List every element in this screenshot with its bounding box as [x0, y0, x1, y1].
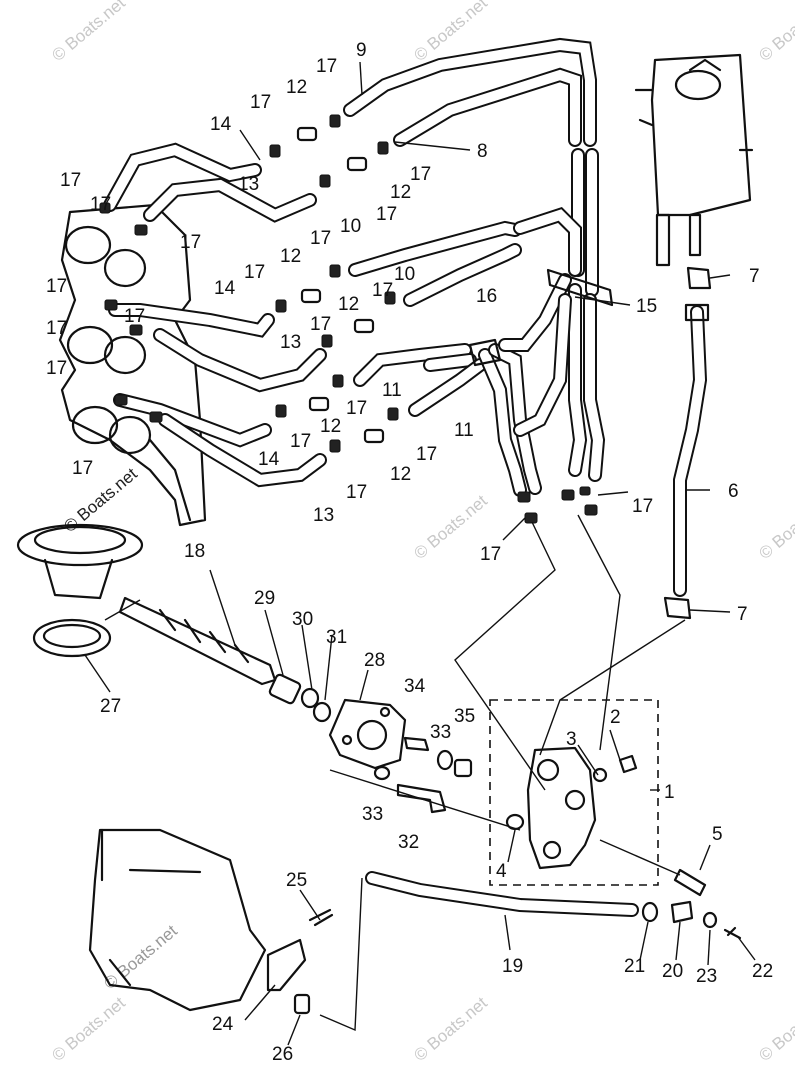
watermark-dark: © Boats.net — [100, 921, 181, 993]
callout-17: 17 — [46, 318, 67, 339]
callout-12: 12 — [390, 464, 411, 485]
oil-pump-assembly — [489, 699, 707, 897]
watermark: © Boats.net — [755, 491, 795, 563]
callout-17: 17 — [310, 228, 331, 249]
callout-14: 14 — [210, 114, 232, 135]
callout-14: 14 — [258, 449, 280, 470]
callout-35: 35 — [454, 706, 475, 727]
callout-24: 24 — [212, 1014, 234, 1035]
callout-10: 10 — [394, 264, 415, 285]
callout-17: 17 — [244, 262, 265, 283]
pump-cover — [328, 698, 473, 814]
callout-17: 17 — [416, 444, 437, 465]
callout-27: 27 — [100, 696, 121, 717]
callout-17: 17 — [180, 232, 201, 253]
callout-17: 17 — [310, 314, 331, 335]
watermark: © Boats.net — [410, 491, 491, 563]
bearing-assembly — [16, 523, 144, 658]
callout-12: 12 — [286, 77, 307, 98]
callout-22: 22 — [752, 961, 773, 982]
callout-32: 32 — [398, 832, 419, 853]
callout-17: 17 — [480, 544, 501, 565]
callout-5: 5 — [712, 824, 723, 845]
intake-manifold — [58, 203, 207, 527]
callout-17: 17 — [410, 164, 431, 185]
watermark: © Boats.net — [410, 993, 491, 1065]
callout-17: 17 — [376, 204, 397, 225]
lower-housing — [88, 828, 334, 1015]
callout-16: 16 — [476, 286, 497, 307]
watermark: © Boats.net — [755, 0, 795, 65]
callout-labels: 1 2 3 4 5 6 7 7 8 9 10 10 11 11 12 12 12… — [46, 40, 773, 1065]
callout-3: 3 — [566, 729, 577, 750]
callout-17: 17 — [372, 280, 393, 301]
callout-13: 13 — [238, 174, 259, 195]
callout-26: 26 — [272, 1044, 293, 1065]
callout-17: 17 — [72, 458, 93, 479]
callout-25: 25 — [286, 870, 307, 891]
watermark: © Boats.net — [755, 993, 795, 1065]
callout-12: 12 — [338, 294, 359, 315]
callout-30: 30 — [292, 609, 313, 630]
callout-7: 7 — [749, 266, 760, 287]
callout-17: 17 — [90, 194, 111, 215]
feed-pipe — [365, 871, 742, 940]
callout-17: 17 — [46, 358, 67, 379]
hose-bracket — [468, 268, 614, 367]
callout-23: 23 — [696, 966, 717, 987]
callout-9: 9 — [356, 40, 367, 61]
callout-17: 17 — [124, 306, 145, 327]
callout-17: 17 — [632, 496, 653, 517]
callout-29: 29 — [254, 588, 275, 609]
callout-17: 17 — [250, 92, 271, 113]
callout-12: 12 — [390, 182, 411, 203]
callout-4: 4 — [496, 861, 507, 882]
callout-7: 7 — [737, 604, 748, 625]
callout-12: 12 — [280, 246, 301, 267]
callout-1: 1 — [664, 782, 675, 803]
callout-17: 17 — [290, 431, 311, 452]
oil-tank — [634, 53, 754, 267]
callout-17: 17 — [346, 482, 367, 503]
callout-12: 12 — [320, 416, 341, 437]
callout-20: 20 — [662, 961, 683, 982]
callout-leaders — [84, 61, 756, 1046]
callout-33: 33 — [430, 722, 451, 743]
callout-17: 17 — [316, 56, 337, 77]
clips-and-valves — [99, 114, 712, 620]
callout-21: 21 — [624, 956, 645, 977]
callout-15: 15 — [636, 296, 657, 317]
callout-19: 19 — [502, 956, 523, 977]
linkage-lines — [104, 514, 686, 1032]
callout-13: 13 — [313, 505, 334, 526]
callout-17: 17 — [346, 398, 367, 419]
watermark: © Boats.net — [48, 993, 129, 1065]
callout-17: 17 — [60, 170, 81, 191]
callout-11: 11 — [454, 420, 474, 441]
callout-14: 14 — [214, 278, 236, 299]
hoses — [103, 37, 708, 597]
watermark: © Boats.net — [48, 0, 129, 65]
callout-34: 34 — [404, 676, 426, 697]
callout-8: 8 — [477, 141, 488, 162]
callout-33: 33 — [362, 804, 383, 825]
callout-18: 18 — [184, 541, 205, 562]
callout-31: 31 — [326, 627, 347, 648]
callout-28: 28 — [364, 650, 385, 671]
callout-13: 13 — [280, 332, 301, 353]
callout-10: 10 — [340, 216, 361, 237]
callout-17: 17 — [46, 276, 67, 297]
callout-6: 6 — [728, 481, 739, 502]
callout-11: 11 — [382, 380, 402, 401]
drive-shaft — [118, 596, 332, 723]
callout-2: 2 — [610, 707, 621, 728]
